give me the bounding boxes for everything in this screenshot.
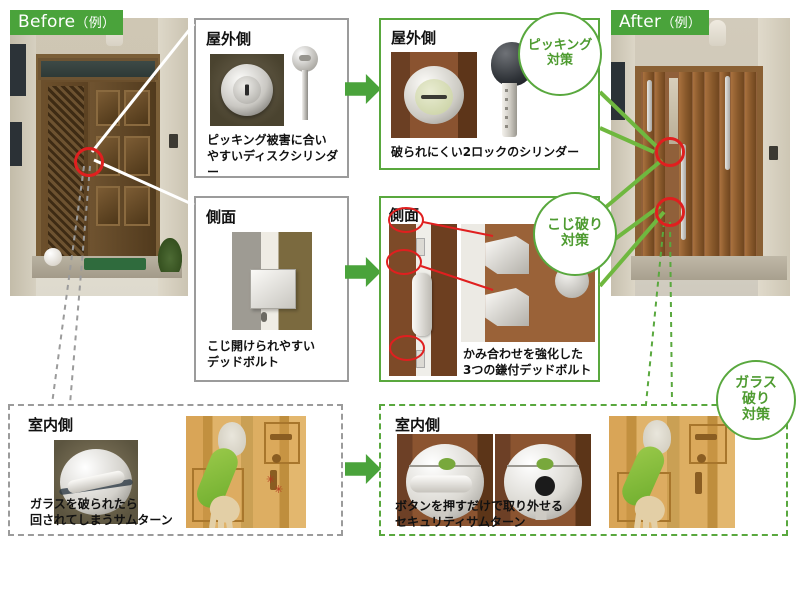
arrow-outdoor: [345, 74, 381, 104]
badge-line-3: 対策: [742, 406, 770, 423]
hook-deadbolt-photo: [461, 224, 595, 342]
card-caption: ピッキング被害に合い やすいディスクシリンダー: [207, 132, 347, 181]
after-photo-label: After（例）: [611, 10, 710, 35]
glass-break-hand-illustration-after: [609, 416, 735, 528]
security-thumbturn-photo-removed: [495, 434, 591, 526]
security-thumbturn-photo-locked: [397, 434, 493, 526]
two-lock-cylinder-photo: [391, 52, 477, 138]
badge-picking: ピッキング 対策: [518, 12, 602, 96]
hook-callout-lines: [386, 207, 494, 361]
caption-line-1: かみ合わせを強化した: [463, 347, 584, 361]
card-caption: かみ合わせを強化した 3つの鎌付デッドボルト: [463, 346, 597, 378]
caption-line-2: 3つの鎌付デッドボルト: [463, 363, 592, 378]
after-door-photo: [611, 18, 790, 296]
card-caption: 破られにくい2ロックのシリンダー: [391, 144, 599, 160]
after-label-text: After: [619, 12, 662, 32]
glass-break-hand-illustration-before: ✳ ✳: [186, 416, 306, 528]
badge-glass: ガラス 破り 対策: [716, 360, 796, 440]
badge-prying: こじ破り 対策: [533, 192, 617, 276]
old-key-illustration: [292, 46, 332, 128]
caption-line-2: セキュリティサムターン: [395, 515, 526, 530]
after-lock-target-circle-upper: [655, 137, 685, 167]
badge-line-2: 破り: [742, 391, 770, 408]
card-caption: ガラスを破られたら 回されてしまうサムターン: [30, 496, 220, 528]
card-side-face-before: 側面 こじ開けられやすい デッドボルト: [194, 196, 349, 382]
badge-line-2: 対策: [561, 233, 589, 249]
caption-line-1: ピッキング被害に合い: [207, 133, 327, 147]
card-indoor-side-after: 室内側 ボタンを押すだけで取り外せる セキュリティサムターン: [379, 404, 788, 536]
caption-line-1: ガラスを破られたら: [30, 497, 138, 511]
card-caption: こじ開けられやすい デッドボルト: [207, 338, 347, 370]
badge-line-2: 対策: [546, 53, 573, 68]
badge-line-1: ガラス: [735, 375, 777, 392]
caption-line-1: ボタンを押すだけで取り外せる: [395, 499, 564, 513]
old-thumbturn-photo: [54, 440, 138, 524]
card-outdoor-side-before: 屋外側 ピッキング被害に合い やすいディスクシリンダー: [194, 18, 349, 181]
before-label-suffix: （例）: [75, 16, 116, 31]
caption-line-1: 破られにくい2ロックのシリンダー: [391, 145, 580, 159]
badge-line-1: こじ破り: [547, 217, 603, 234]
card-caption: ボタンを押すだけで取り外せる セキュリティサムターン: [395, 498, 605, 530]
after-label-suffix: （例）: [661, 16, 702, 31]
after-lock-target-circle-lower: [655, 197, 685, 227]
after-door-scene: [611, 18, 790, 296]
caption-line-2: デッドボルト: [207, 355, 280, 370]
caption-line-1: こじ開けられやすい: [207, 339, 316, 353]
arrow-side: [345, 257, 381, 287]
caption-line-2: 回されてしまうサムターン: [30, 513, 173, 528]
disc-cylinder-photo: [210, 54, 284, 126]
card-title: 屋外側: [391, 29, 437, 47]
card-title: 屋外側: [206, 30, 252, 48]
caption-line-2: やすいディスクシリンダー: [207, 149, 339, 180]
card-indoor-side-before: 室内側 ガラスを破られたら 回されてしまうサムターン ✳ ✳: [8, 404, 343, 536]
badge-line-1: ピッキング: [527, 38, 593, 54]
before-lock-target-circle: [74, 147, 104, 177]
card-title: 側面: [206, 208, 237, 226]
before-photo-label: Before（例）: [10, 10, 124, 35]
card-title: 室内側: [28, 416, 74, 434]
deadbolt-photo: [232, 232, 312, 330]
card-title: 室内側: [395, 416, 441, 434]
arrow-indoor: [345, 454, 381, 484]
before-label-text: Before: [18, 12, 76, 32]
